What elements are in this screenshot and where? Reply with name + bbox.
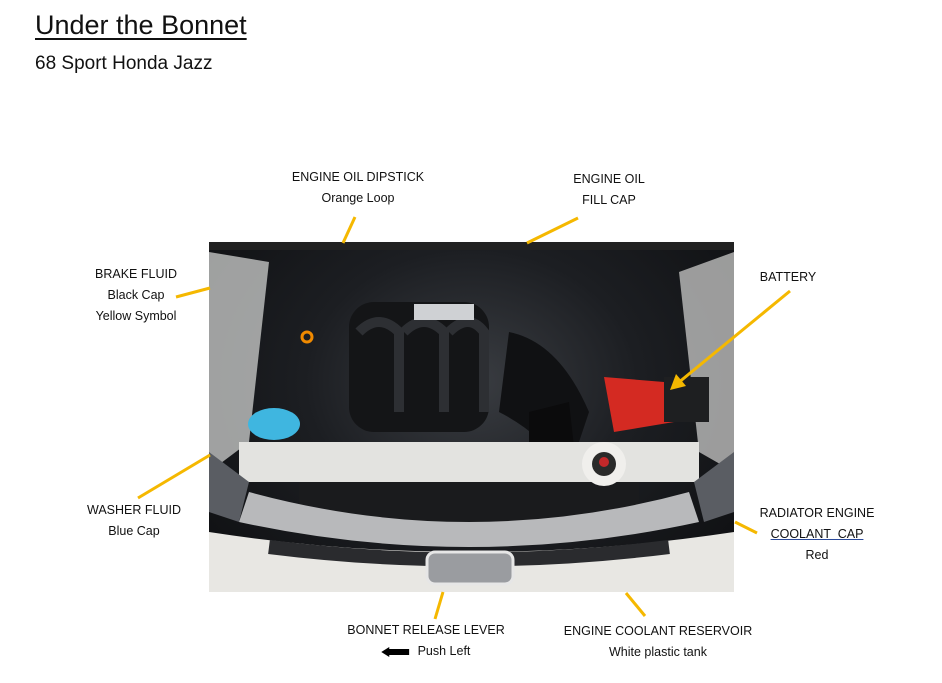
page-subtitle: 68 Sport Honda Jazz bbox=[35, 53, 213, 74]
battery-leader bbox=[677, 289, 791, 385]
dipstick-leader bbox=[341, 216, 357, 244]
label-line: Push Left bbox=[347, 641, 504, 662]
arrow-left-icon bbox=[381, 646, 410, 657]
label-line: FILL CAP bbox=[582, 193, 636, 207]
push-left-text: Push Left bbox=[417, 644, 471, 658]
washer-fluid-leader bbox=[137, 453, 211, 500]
label-engine-coolant-reservoir: ENGINE COOLANT RESERVOIR White plastic t… bbox=[564, 621, 752, 663]
page-title: Under the Bonnet bbox=[35, 10, 247, 40]
radiator-leader bbox=[734, 520, 758, 535]
label-line: Red bbox=[805, 548, 829, 562]
label-line: BATTERY bbox=[759, 270, 817, 284]
label-engine-oil-fill-cap: ENGINE OIL FILL CAP bbox=[573, 169, 645, 211]
label-battery: BATTERY bbox=[760, 267, 817, 288]
coolant-reservoir-leader bbox=[624, 592, 647, 617]
label-line: ENGINE OIL DIPSTICK bbox=[291, 170, 425, 184]
label-radiator-coolant-cap: RADIATOR ENGINE COOLANT CAP Red bbox=[760, 503, 875, 566]
label-line: ENGINE OIL bbox=[573, 172, 645, 186]
label-line: White plastic tank bbox=[609, 645, 707, 659]
oil-fill-leader bbox=[526, 216, 579, 245]
label-line: Blue Cap bbox=[108, 524, 160, 538]
label-line: WASHER FLUID bbox=[87, 503, 181, 517]
label-washer-fluid: WASHER FLUID Blue Cap bbox=[87, 500, 181, 542]
label-bonnet-release-lever: BONNET RELEASE LEVER Push Left bbox=[347, 620, 504, 662]
label-line: BONNET RELEASE LEVER bbox=[347, 623, 505, 637]
label-line: COOLANT CAP bbox=[770, 527, 864, 541]
brake-fluid-leader bbox=[175, 286, 211, 299]
label-line: Orange Loop bbox=[321, 191, 395, 205]
label-line: RADIATOR ENGINE bbox=[759, 506, 875, 520]
bonnet-release-leader bbox=[433, 591, 445, 620]
battery-arrowhead bbox=[670, 374, 686, 390]
label-line: Yellow Symbol bbox=[95, 309, 177, 323]
label-line: BRAKE FLUID bbox=[95, 267, 177, 281]
label-line: ENGINE COOLANT RESERVOIR bbox=[563, 624, 753, 638]
label-brake-fluid: BRAKE FLUID Black Cap Yellow Symbol bbox=[95, 264, 177, 327]
label-line: Black Cap bbox=[107, 288, 165, 302]
engine-bay-photo bbox=[209, 242, 734, 592]
label-engine-oil-dipstick: ENGINE OIL DIPSTICK Orange Loop bbox=[292, 167, 424, 209]
